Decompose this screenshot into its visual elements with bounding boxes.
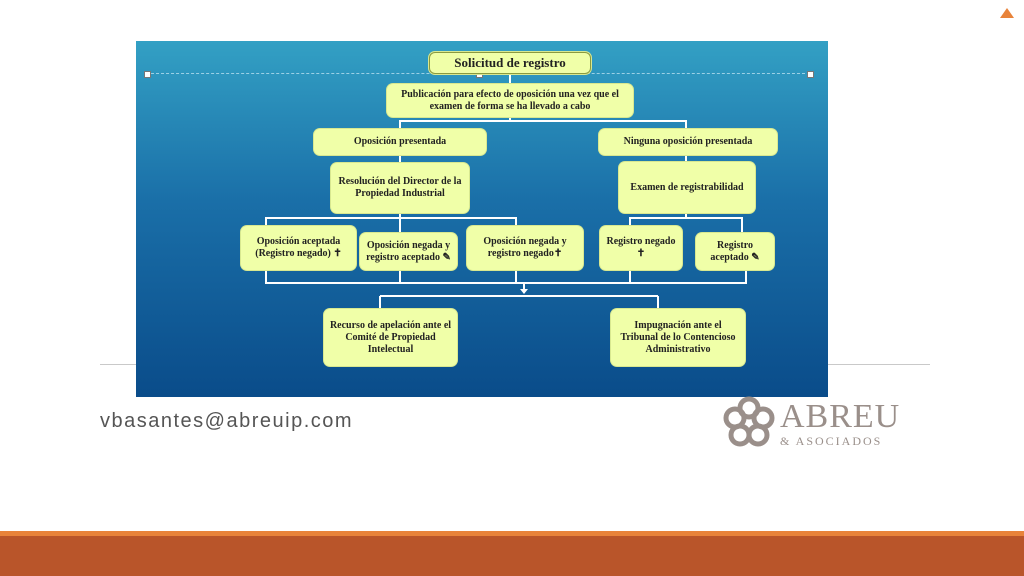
flower-logo-icon [723,396,775,447]
company-logo: ABREU & ASOCIADOS [722,396,932,452]
connector-examen-results [629,213,743,233]
footer-accent-stripe [0,531,1024,536]
node-impugnacion: Impugnación ante el Tribunal de lo Conte… [611,309,745,366]
node-oposicion-aceptada: Oposición aceptada (Registro negado) ✝ [241,226,356,270]
slide-corner-mark [1000,8,1014,18]
connector-resolucion-results [265,213,517,233]
connector-publicacion-branches [399,117,687,129]
resize-handle[interactable] [144,71,151,78]
connector-appeals [379,295,659,309]
logo-subtitle: & ASOCIADOS [780,434,883,448]
node-registro-negado: Registro negado ✝ [600,226,682,270]
node-ninguna-oposicion: Ninguna oposición presentada [599,129,777,155]
node-publicacion: Publicación para efecto de oposición una… [387,84,633,117]
contact-email: vbasantes@abreuip.com [100,410,354,432]
node-resolucion: Resolución del Director de la Propiedad … [331,163,469,213]
node-solicitud: Solicitud de registro [429,52,591,74]
node-negada-aceptado: Oposición negada y registro aceptado ✎ [360,233,457,270]
node-examen: Examen de registrabilidad [619,162,755,213]
node-oposicion-presentada: Oposición presentada [314,129,486,155]
arrowhead [520,289,528,294]
node-registro-aceptado: Registro aceptado ✎ [696,233,774,270]
flowchart-image[interactable]: Solicitud de registro Publicación para e… [136,41,828,397]
connector-results-merge [265,270,747,291]
node-negada-negado: Oposición negada y registro negado✝ [467,226,583,270]
node-recurso: Recurso de apelación ante el Comité de P… [324,309,457,366]
resize-handle[interactable] [807,71,814,78]
connector-lines [265,74,747,309]
footer-band [0,536,1024,576]
logo-name: ABREU [780,398,901,435]
